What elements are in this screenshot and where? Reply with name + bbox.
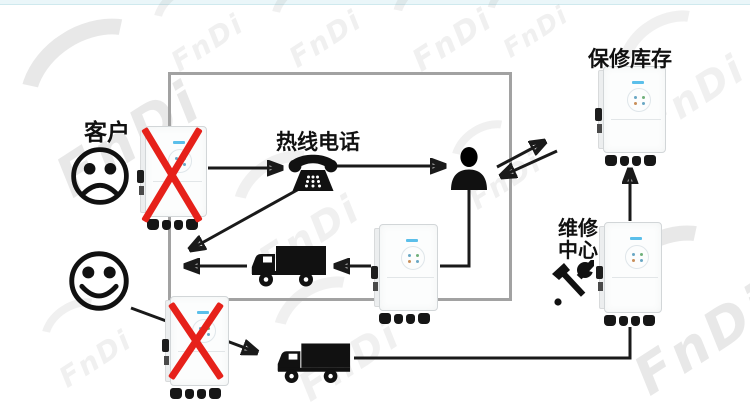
inverter-connector <box>373 282 378 291</box>
sad-face-icon <box>71 147 129 205</box>
inverter-knob <box>162 339 169 353</box>
warranty-stock-label: 保修库存 <box>588 47 672 71</box>
inverter-status-dots <box>633 96 637 100</box>
inverter-body <box>603 66 666 153</box>
inverter-connector <box>597 124 602 133</box>
inverter-body <box>379 224 438 311</box>
edge-customer-to-faulty2 <box>130 306 170 324</box>
inverter-knob <box>371 266 378 279</box>
inverter-logo-mark <box>631 80 644 84</box>
inverter-seam <box>611 118 662 120</box>
inverter-knob <box>137 169 144 183</box>
edge-returntruck-to-repair <box>354 327 632 360</box>
inverter-ports <box>169 386 223 399</box>
return-truck-icon <box>277 343 351 383</box>
warranty-stock-inverter <box>595 66 666 166</box>
repair-center-label-line2: 中心 <box>558 238 598 262</box>
inverter-ports <box>144 217 200 230</box>
inverter-body <box>604 222 662 313</box>
inverter-display <box>625 245 649 270</box>
hotline-label: 热线电话 <box>276 130 360 154</box>
replacement-inverter <box>371 224 438 324</box>
edge-stock-to-operator <box>502 149 558 176</box>
inverter-logo-mark <box>196 311 209 315</box>
inverter-status-dots <box>632 253 635 257</box>
faulty-inverter-1 <box>137 126 207 230</box>
edge-operator-to-replacement <box>440 189 471 268</box>
inverter-logo-mark <box>405 238 418 242</box>
inverter-ports <box>603 313 656 326</box>
inverter-display <box>400 246 425 271</box>
repair-center-label: 维修 中心 <box>549 217 607 261</box>
edge-faulty2-to-returntruck <box>223 338 256 352</box>
repair-center-label-line1: 维修 <box>558 216 598 240</box>
inverter-status-dots <box>407 254 411 258</box>
inverter-display <box>626 88 651 113</box>
edge-hotline-to-customer <box>191 187 300 249</box>
telephone-icon <box>288 154 338 191</box>
inverter-logo-mark <box>173 141 185 145</box>
inverter-ports <box>602 153 659 166</box>
repair-center-inverter <box>596 222 662 326</box>
inverter-knob <box>596 265 603 279</box>
inverter-connector <box>139 186 144 196</box>
crossed-tools-icon <box>552 260 594 306</box>
inverter-seam <box>611 277 658 279</box>
customer-label: 客户 <box>84 120 130 146</box>
inverter-knob <box>595 108 602 121</box>
edge-operator-to-stock <box>496 142 544 169</box>
inverter-seam <box>386 276 434 278</box>
delivery-truck-icon <box>251 246 326 287</box>
faulty-inverter-2 <box>162 296 229 399</box>
happy-face-icon <box>69 251 129 311</box>
person-icon <box>451 147 487 190</box>
inverter-connector <box>164 355 169 365</box>
inverter-connector <box>598 282 603 292</box>
inverter-ports <box>378 311 432 324</box>
top-accent-band <box>0 0 750 5</box>
inverter-logo-mark <box>630 237 642 241</box>
